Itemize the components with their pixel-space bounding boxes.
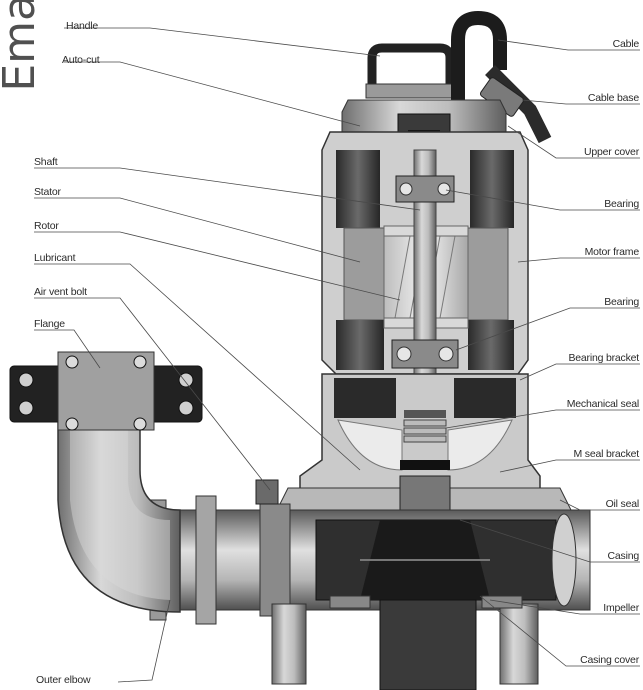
cable-part (451, 10, 552, 150)
air-vent-bolt-part (255, 479, 279, 505)
label-bearing-bracket: Bearing bracket (568, 352, 639, 364)
label-impeller: Impeller (603, 602, 639, 614)
label-m-seal-bracket: M seal bracket (573, 448, 640, 460)
impeller-part (360, 520, 490, 600)
bearing-upper-part (395, 175, 455, 203)
label-oil-seal: Oil seal (605, 498, 640, 510)
label-upper-cover: Upper cover (584, 146, 639, 158)
label-casing: Casing (607, 550, 640, 562)
label-auto-cut: Auto-cut (62, 54, 100, 66)
label-bearing-lower: Bearing (604, 296, 639, 308)
label-casing-cover: Casing cover (580, 654, 639, 666)
label-stator: Stator (34, 186, 61, 198)
label-cable: Cable (612, 38, 640, 50)
mechanical-seal-part (400, 410, 450, 470)
bearing-lower-part (391, 339, 459, 369)
label-shaft: Shaft (34, 156, 58, 168)
flange-part (9, 351, 203, 431)
label-rotor: Rotor (34, 220, 59, 232)
handle-part (365, 43, 457, 99)
label-air-vent-bolt: Air vent bolt (34, 286, 87, 298)
outer-elbow-part (57, 419, 181, 613)
label-bearing-upper: Bearing (604, 198, 639, 210)
label-mechanical-seal: Mechanical seal (566, 398, 639, 410)
leader-lines (34, 27, 640, 683)
label-outer-elbow: Outer elbow (36, 674, 91, 686)
label-handle: Handle (66, 20, 99, 32)
label-cable-base: Cable base (587, 92, 639, 104)
label-flange: Flange (34, 318, 65, 330)
label-lubricant: Lubricant (34, 252, 76, 264)
label-motor-frame: Motor frame (584, 246, 640, 258)
